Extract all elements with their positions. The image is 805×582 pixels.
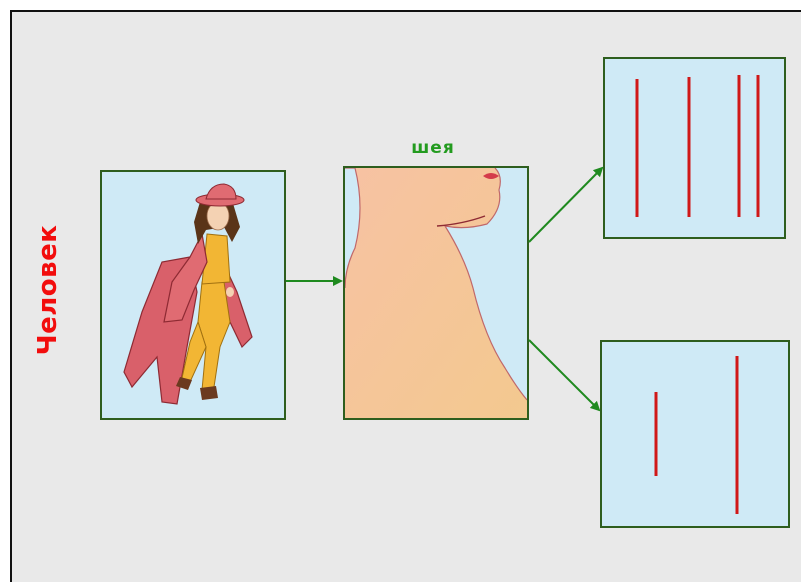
person-panel bbox=[100, 170, 286, 420]
four-lines-panel bbox=[603, 57, 786, 239]
neck-label: шея bbox=[411, 138, 455, 158]
two-lines-figure bbox=[602, 342, 788, 526]
four-lines-figure bbox=[605, 59, 784, 237]
neck-panel bbox=[343, 166, 529, 420]
person-illustration bbox=[102, 172, 284, 418]
two-lines-panel bbox=[600, 340, 790, 528]
neck-illustration bbox=[345, 168, 527, 418]
person-label: Человек bbox=[33, 225, 63, 356]
